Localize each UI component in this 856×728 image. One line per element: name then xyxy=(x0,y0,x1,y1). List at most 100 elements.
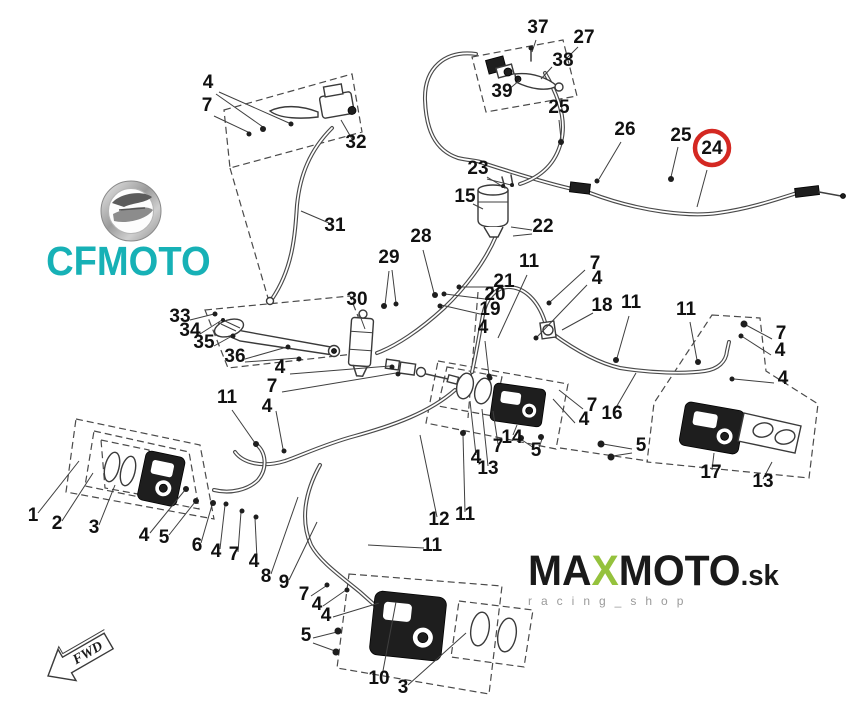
part-label-7: 7 xyxy=(229,544,240,565)
leader-line xyxy=(711,452,715,471)
leader-line xyxy=(558,119,562,140)
part-label-4: 4 xyxy=(249,551,260,572)
leader-line xyxy=(558,389,584,410)
fastener-dot xyxy=(546,300,552,306)
leader-line xyxy=(199,319,223,335)
brake-pedal-35 xyxy=(213,318,341,358)
box-mid-pads xyxy=(437,366,503,417)
fastener-dot xyxy=(253,441,259,447)
part-label-11: 11 xyxy=(519,251,540,272)
leader-line xyxy=(561,312,594,331)
part-label-26: 26 xyxy=(614,119,635,140)
fastener-dot xyxy=(378,599,384,605)
part-label-27: 27 xyxy=(573,27,594,48)
fastener-dot xyxy=(324,582,330,588)
leader-line xyxy=(670,146,679,178)
fastener-dot xyxy=(281,448,287,454)
fastener-dot xyxy=(738,333,744,339)
leader-line xyxy=(602,443,633,450)
leader-line xyxy=(98,484,116,526)
leader-line xyxy=(472,203,484,210)
part-label-4: 4 xyxy=(211,541,222,562)
reservoir-hose-21 xyxy=(376,235,497,354)
part-label-25: 25 xyxy=(670,125,692,146)
part-label-11: 11 xyxy=(455,504,476,525)
leader-line xyxy=(275,410,284,450)
part-label-5: 5 xyxy=(636,435,647,456)
part-label-4: 4 xyxy=(579,409,590,430)
construction-line xyxy=(229,167,269,299)
components xyxy=(103,47,846,662)
maxmoto-tld: .sk xyxy=(740,560,779,592)
hose-connector xyxy=(265,296,275,306)
fastener-dot xyxy=(432,292,438,298)
fastener-dot xyxy=(597,440,605,448)
part-label-4: 4 xyxy=(775,340,786,361)
part-label-22: 22 xyxy=(532,216,553,237)
leader-line xyxy=(745,324,773,340)
bottom-brake-pad-3 xyxy=(496,617,518,653)
rear-master-cylinder-30 xyxy=(347,309,375,377)
maxmoto-logo: MAXMOTO.sk racing_shop xyxy=(528,547,848,609)
leader-line xyxy=(567,46,579,58)
leader-line xyxy=(312,631,338,639)
part-label-29: 29 xyxy=(378,247,399,268)
construction-line xyxy=(559,447,649,462)
fastener-dot xyxy=(558,139,564,145)
part-label-8: 8 xyxy=(261,566,272,587)
pushrod-clevis-linkage xyxy=(384,358,460,386)
leader-line xyxy=(689,321,698,361)
box-parking-lever xyxy=(471,39,578,113)
part-label-4: 4 xyxy=(275,357,286,378)
leader-line xyxy=(244,346,288,360)
part-label-4: 4 xyxy=(321,605,332,626)
fastener-dot xyxy=(460,430,466,436)
bottom-hose-9 xyxy=(304,464,387,616)
fastener-dot xyxy=(668,176,674,182)
leader-line xyxy=(531,39,537,53)
fastener-dot xyxy=(344,587,350,593)
rear-brake-pad xyxy=(752,422,774,438)
leader-line xyxy=(733,378,775,384)
fastener-dot xyxy=(253,514,259,520)
leader-line xyxy=(61,472,94,522)
leader-line xyxy=(189,313,215,321)
part-label-11: 11 xyxy=(621,292,642,313)
front-brake-pad xyxy=(119,455,137,487)
leader-line xyxy=(231,409,256,444)
maxmoto-accent-x: X xyxy=(591,547,619,595)
box-front-caliper-outer xyxy=(65,418,215,520)
leader-line xyxy=(440,304,481,315)
fastener-dot xyxy=(210,500,216,506)
cable-coupler-26 xyxy=(569,181,591,195)
leader-line xyxy=(340,119,353,140)
part-label-25: 25 xyxy=(548,97,570,118)
leader-line xyxy=(762,461,773,480)
fastener-dot xyxy=(381,303,387,309)
part-label-35: 35 xyxy=(193,332,215,353)
part-label-24: 24 xyxy=(701,138,723,159)
fastener-dot xyxy=(510,183,514,187)
part-label-20: 20 xyxy=(484,284,505,305)
junction-loop-hose xyxy=(471,286,546,373)
part-label-18: 18 xyxy=(591,295,612,316)
maxmoto-part2: MOTO xyxy=(618,547,741,595)
fastener-dot xyxy=(239,508,245,514)
fastener-dot xyxy=(729,376,735,382)
parking-lever-assembly xyxy=(485,47,564,92)
leader-line xyxy=(512,233,533,237)
leader-line xyxy=(300,210,330,224)
cfmoto-wordmark: CFMOTO xyxy=(46,238,211,284)
fastener-dot xyxy=(538,434,544,440)
part-label-37: 37 xyxy=(527,17,548,38)
leader-line xyxy=(419,434,438,518)
leader-line xyxy=(200,504,213,544)
leader-line xyxy=(613,372,637,412)
part-label-4: 4 xyxy=(312,594,323,615)
fastener-dot xyxy=(501,184,505,188)
rear-brake-line-16 xyxy=(552,333,730,374)
leader-line xyxy=(312,642,336,652)
